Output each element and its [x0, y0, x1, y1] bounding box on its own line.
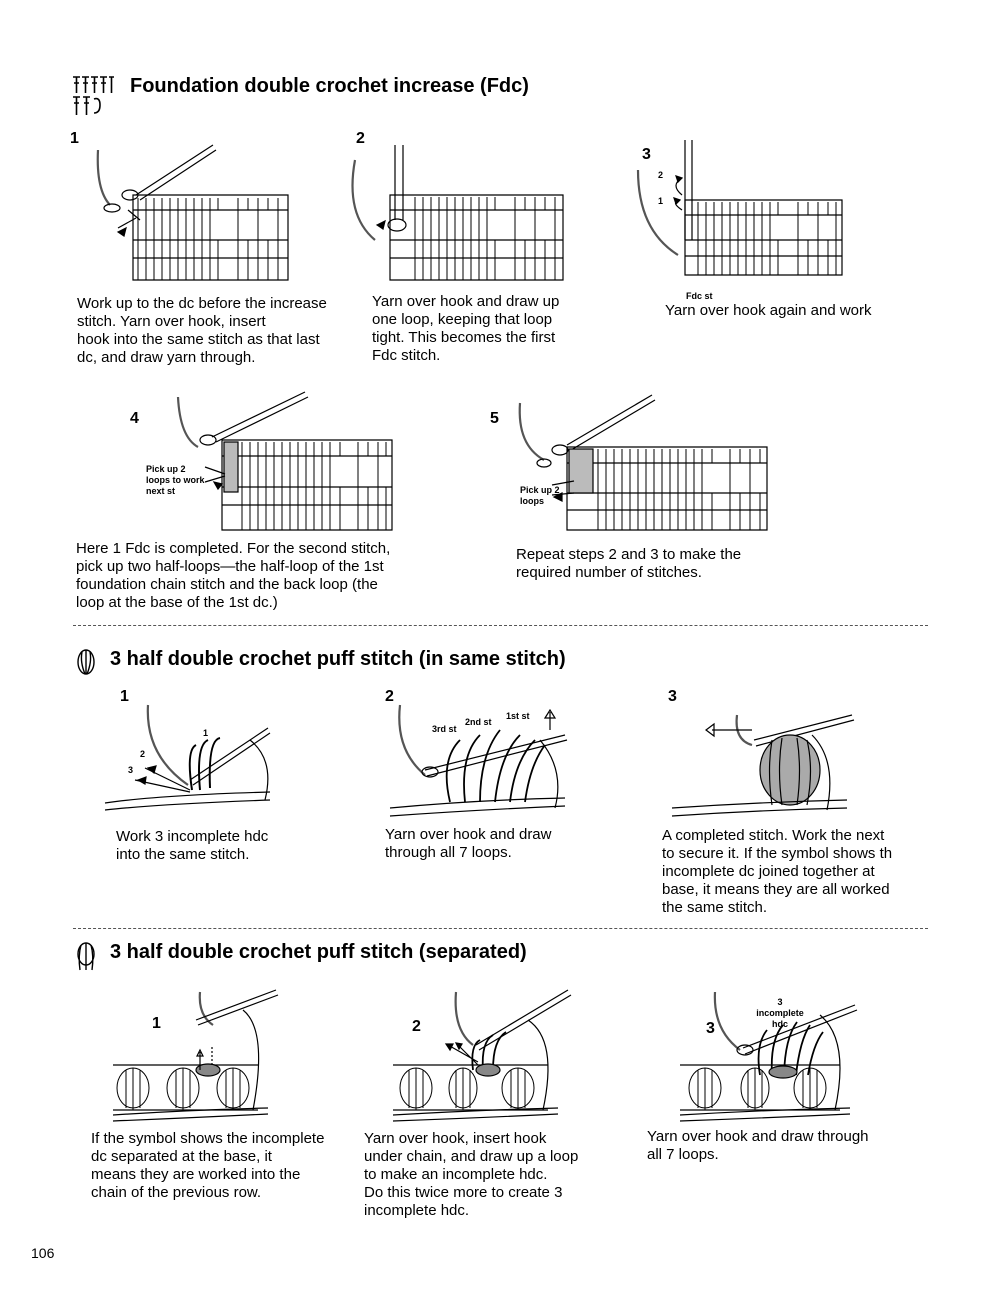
- step-number: 5: [490, 410, 499, 428]
- puff-stitch-same-symbol-icon: [75, 648, 97, 676]
- label-arrow-1: 1: [658, 196, 663, 207]
- step-caption: Yarn over hook and draw through all 7 lo…: [647, 1128, 897, 1164]
- section-title-fdc: Foundation double crochet increase (Fdc): [130, 75, 529, 98]
- label-arrow-3: 3: [128, 765, 133, 776]
- label-pick-up-2-loops-to-work: Pick up 2 loops to work next st: [146, 464, 205, 497]
- step-illustration-fdc-2: [345, 145, 565, 285]
- fdc-increase-symbol-icon: [70, 73, 116, 119]
- section-title-puff-separated: 3 half double crochet puff stitch (separ…: [110, 941, 527, 964]
- label-arrow-2: 2: [658, 170, 663, 181]
- step-caption: If the symbol shows the incomplete dc se…: [91, 1130, 351, 1202]
- section-divider: [73, 928, 928, 929]
- label-1st-st: 1st st: [506, 711, 530, 722]
- step-caption: Yarn over hook and draw up one loop, kee…: [372, 293, 592, 365]
- label-fdc-st: Fdc st: [686, 291, 713, 302]
- step-caption: Yarn over hook, insert hook under chain,…: [364, 1130, 604, 1220]
- step-caption: Repeat steps 2 and 3 to make the require…: [516, 546, 776, 582]
- step-illustration-puff-sep-2: [388, 990, 573, 1125]
- label-pick-up-2-loops: Pick up 2 loops: [520, 485, 560, 507]
- step-illustration-fdc-1: [88, 140, 298, 290]
- step-caption: Work up to the dc before the increase st…: [77, 295, 347, 367]
- label-2nd-st: 2nd st: [465, 717, 492, 728]
- step-illustration-fdc-3: [630, 140, 845, 290]
- section-title-puff-same: 3 half double crochet puff stitch (in sa…: [110, 648, 566, 671]
- step-caption: Yarn over hook and draw through all 7 lo…: [385, 826, 605, 862]
- step-caption: Work 3 incomplete hdc into the same stit…: [116, 828, 316, 864]
- label-arrow-1: 1: [203, 728, 208, 739]
- label-3-incomplete-hdc: 3 incomplete hdc: [755, 997, 805, 1030]
- page-number: 106: [31, 1245, 54, 1261]
- step-illustration-puff-same-1: [100, 700, 280, 815]
- step-illustration-fdc-5: [512, 395, 774, 535]
- label-arrow-2: 2: [140, 749, 145, 760]
- section-divider: [73, 625, 928, 626]
- step-caption: A completed stitch. Work the next to sec…: [662, 827, 907, 917]
- step-number: 4: [130, 410, 139, 428]
- step-illustration-puff-same-3: [672, 710, 857, 822]
- puff-stitch-separated-symbol-icon: [75, 941, 97, 971]
- label-3rd-st: 3rd st: [432, 724, 457, 735]
- step-illustration-puff-sep-1: [108, 990, 273, 1125]
- step-caption: Yarn over hook again and work: [665, 302, 905, 320]
- step-caption: Here 1 Fdc is completed. For the second …: [76, 540, 416, 612]
- step-illustration-fdc-4: [170, 392, 395, 534]
- step-number: 3: [668, 688, 677, 706]
- step-number: 1: [70, 130, 79, 148]
